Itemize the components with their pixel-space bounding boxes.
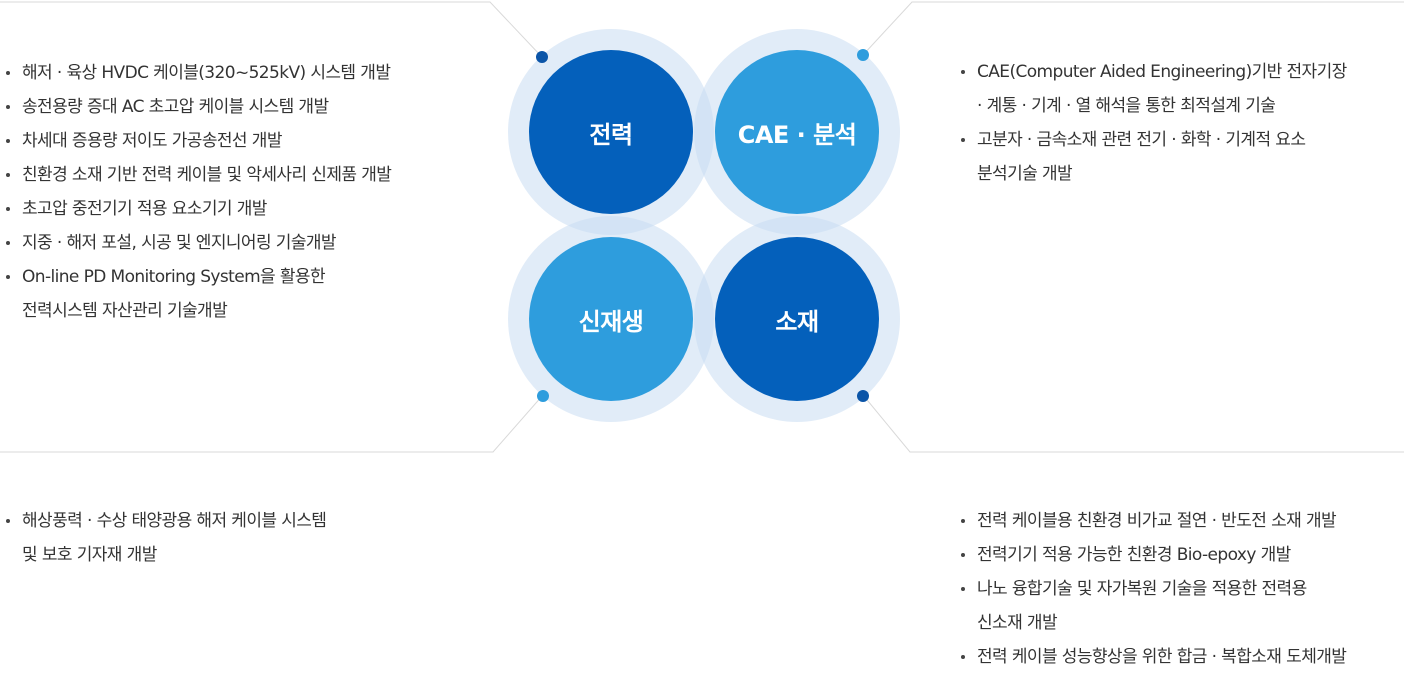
- list-item-text: 전력기기 적용 가능한 친환경 Bio-epoxy 개발: [977, 545, 1291, 565]
- list-item-text: On-line PD Monitoring System을 활용한: [22, 267, 326, 287]
- top-right-panel-border: [862, 1, 1404, 56]
- list-item: 차세대 증용량 저이도 가공송전선 개발: [3, 124, 391, 158]
- list-item: 지중 · 해저 포설, 시공 및 엔지니어링 기술개발: [3, 226, 391, 260]
- top-right-panel: CAE(Computer Aided Engineering)기반 전자기장 · …: [958, 55, 1347, 191]
- list-item-text: 분석기술 개발: [977, 164, 1073, 184]
- renewable-circle: 신재생: [529, 237, 693, 401]
- bottom-left-panel-border: [0, 394, 544, 453]
- list-item-text: 및 보호 기자재 개발: [22, 545, 157, 565]
- list-item-text: 나노 융합기술 및 자가복원 기술을 적용한 전력용: [977, 579, 1307, 599]
- power-label: 전력: [589, 120, 633, 149]
- list-item: 초고압 중전기기 적용 요소기기 개발: [3, 192, 391, 226]
- cae-circle: CAE · 분석: [715, 50, 879, 214]
- list-item: 해저 · 육상 HVDC 케이블(320~525kV) 시스템 개발: [3, 56, 391, 90]
- list-item-text: 전력 케이블 성능향상을 위한 합금 · 복합소재 도체개발: [977, 647, 1347, 667]
- power-circle: 전력: [529, 50, 693, 214]
- list-item-text: · 계통 · 기계 · 열 해석을 통한 최적설계 기술: [977, 96, 1276, 116]
- cae-item-list: CAE(Computer Aided Engineering)기반 전자기장 · …: [958, 55, 1347, 191]
- list-item: 친환경 소재 기반 전력 케이블 및 악세사리 신제품 개발: [3, 158, 392, 192]
- bottom-right-panel-border: [862, 394, 1404, 453]
- list-item: 전력 케이블용 친환경 비가교 절연 · 반도전 소재 개발: [958, 504, 1346, 538]
- material-label: 소재: [775, 307, 819, 336]
- list-item-text: 신소재 개발: [977, 613, 1058, 633]
- list-item-text: 고분자 · 금속소재 관련 전기 · 화학 · 기계적 요소: [977, 130, 1306, 150]
- power-connector-dot: [536, 51, 548, 63]
- list-item: CAE(Computer Aided Engineering)기반 전자기장 · …: [958, 55, 1347, 123]
- cae-connector-dot: [857, 49, 869, 61]
- list-item-text: 전력 케이블용 친환경 비가교 절연 · 반도전 소재 개발: [977, 511, 1337, 531]
- list-item-text: 지중 · 해저 포설, 시공 및 엔지니어링 기술개발: [22, 233, 337, 253]
- list-item: 송전용량 증대 AC 초고압 케이블 시스템 개발: [3, 90, 391, 124]
- cae-label: CAE · 분석: [737, 120, 857, 149]
- list-item-text: CAE(Computer Aided Engineering)기반 전자기장: [977, 62, 1347, 82]
- list-item-text: 전력시스템 자산관리 기술개발: [22, 301, 228, 321]
- material-circle: 소재: [715, 237, 879, 401]
- list-item-text: 친환경 소재 기반 전력 케이블 및 악세사리 신제품 개발: [22, 165, 392, 185]
- top-left-panel-border: [0, 1, 542, 57]
- list-item-text: 해상풍력 · 수상 태양광용 해저 케이블 시스템: [22, 511, 327, 531]
- material-connector-dot: [857, 390, 869, 402]
- list-item-text: 해저 · 육상 HVDC 케이블(320~525kV) 시스템 개발: [22, 63, 391, 83]
- renewable-label: 신재생: [578, 307, 644, 336]
- list-item-text: 차세대 증용량 저이도 가공송전선 개발: [22, 131, 282, 151]
- list-item: 전력 케이블 성능향상을 위한 합금 · 복합소재 도체개발: [958, 640, 1347, 674]
- renewable-connector-dot: [537, 390, 549, 402]
- list-item: 전력기기 적용 가능한 친환경 Bio-epoxy 개발: [958, 538, 1346, 572]
- list-item-text: 송전용량 증대 AC 초고압 케이블 시스템 개발: [22, 97, 329, 117]
- list-item-text: 초고압 중전기기 적용 요소기기 개발: [22, 199, 267, 219]
